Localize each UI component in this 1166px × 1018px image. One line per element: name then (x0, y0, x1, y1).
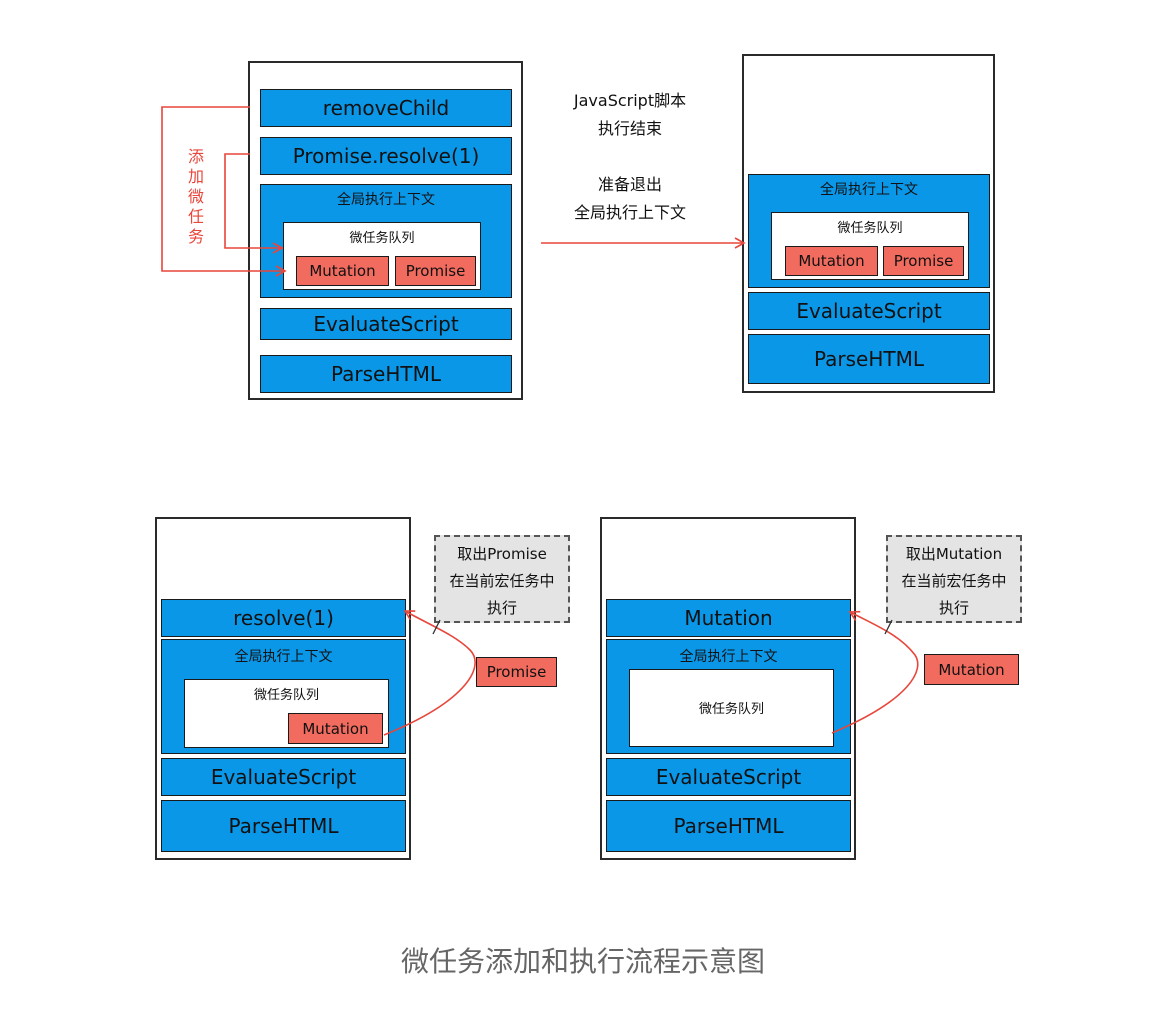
call-stack-panel-3: resolve(1) 全局执行上下文 微任务队列 Mutation Evalua… (155, 517, 411, 860)
queue-item-mutation: Mutation (288, 713, 383, 744)
moving-promise: Promise (476, 657, 557, 687)
note-line-2: 在当前宏任务中 (449, 572, 555, 590)
microtask-queue-label: 微任务队列 (698, 702, 764, 717)
arrow-execute-promise (383, 610, 476, 736)
frame-mutation: Mutation (606, 599, 851, 637)
note-take-promise: 取出Promise 在当前宏任务中 执行 (434, 535, 570, 623)
queue-item-promise: Promise (395, 256, 476, 286)
frame-evaluate-script: EvaluateScript (161, 758, 406, 796)
frame-parse-html: ParseHTML (606, 800, 851, 852)
transition-text-3: 准备退出 (597, 175, 662, 194)
frame-evaluate-script: EvaluateScript (748, 292, 990, 330)
note-line-3: 执行 (486, 599, 517, 617)
microtask-queue: 微任务队列 Mutation Promise (283, 222, 481, 290)
frame-parse-html: ParseHTML (260, 355, 512, 393)
frame-evaluate-script: EvaluateScript (606, 758, 851, 796)
microtask-queue-label: 微任务队列 (349, 231, 415, 246)
note-line-1: 取出Mutation (905, 545, 1003, 563)
frame-parse-html: ParseHTML (748, 334, 990, 384)
microtask-queue: 微任务队列 Mutation Promise (771, 212, 969, 280)
transition-text-2: 执行结束 (597, 119, 662, 138)
microtask-queue-label: 微任务队列 (837, 221, 903, 236)
note-line-1: 取出Promise (457, 545, 547, 563)
transition-text-1: JavaScript脚本 (573, 91, 687, 110)
add-microtask-label: 添加微任务 (187, 147, 204, 246)
frame-remove-child: removeChild (260, 89, 512, 127)
global-context-label: 全局执行上下文 (234, 649, 333, 665)
call-stack-panel-1: removeChild Promise.resolve(1) 全局执行上下文 微… (248, 61, 523, 400)
global-execution-context: 全局执行上下文 微任务队列 Mutation Promise (260, 184, 512, 298)
queue-item-promise: Promise (883, 246, 964, 276)
microtask-queue: 微任务队列 Mutation (184, 679, 389, 748)
arrow-add-mutation (161, 106, 287, 277)
global-execution-context: 全局执行上下文 微任务队列 Mutation (161, 639, 406, 754)
note-take-mutation: 取出Mutation 在当前宏任务中 执行 (886, 535, 1022, 623)
queue-item-mutation: Mutation (785, 246, 878, 276)
note-line-2: 在当前宏任务中 (901, 572, 1007, 590)
global-execution-context: 全局执行上下文 微任务队列 (606, 639, 851, 754)
note-pointer-mutation (884, 619, 893, 635)
call-stack-panel-2: 全局执行上下文 微任务队列 Mutation Promise EvaluateS… (742, 54, 995, 393)
frame-parse-html: ParseHTML (161, 800, 406, 852)
microtask-queue-label: 微任务队列 (253, 688, 319, 703)
global-context-label: 全局执行上下文 (820, 182, 918, 198)
figure-caption: 微任务添加和执行流程示意图 (400, 945, 765, 978)
frame-evaluate-script: EvaluateScript (260, 308, 512, 340)
global-context-label: 全局执行上下文 (337, 192, 435, 208)
global-execution-context: 全局执行上下文 微任务队列 Mutation Promise (748, 174, 990, 288)
note-line-3: 执行 (938, 599, 969, 617)
global-context-label: 全局执行上下文 (679, 649, 778, 665)
queue-item-mutation: Mutation (296, 256, 389, 286)
transition-text-4: 全局执行上下文 (573, 203, 686, 222)
microtask-queue: 微任务队列 (629, 669, 834, 747)
frame-promise-resolve: Promise.resolve(1) (260, 137, 512, 175)
arrow-execute-mutation (831, 610, 919, 734)
arrow-add-promise (224, 153, 284, 254)
call-stack-panel-4: Mutation 全局执行上下文 微任务队列 EvaluateScript Pa… (600, 517, 856, 860)
moving-mutation: Mutation (924, 654, 1019, 685)
note-pointer-promise (432, 619, 441, 635)
